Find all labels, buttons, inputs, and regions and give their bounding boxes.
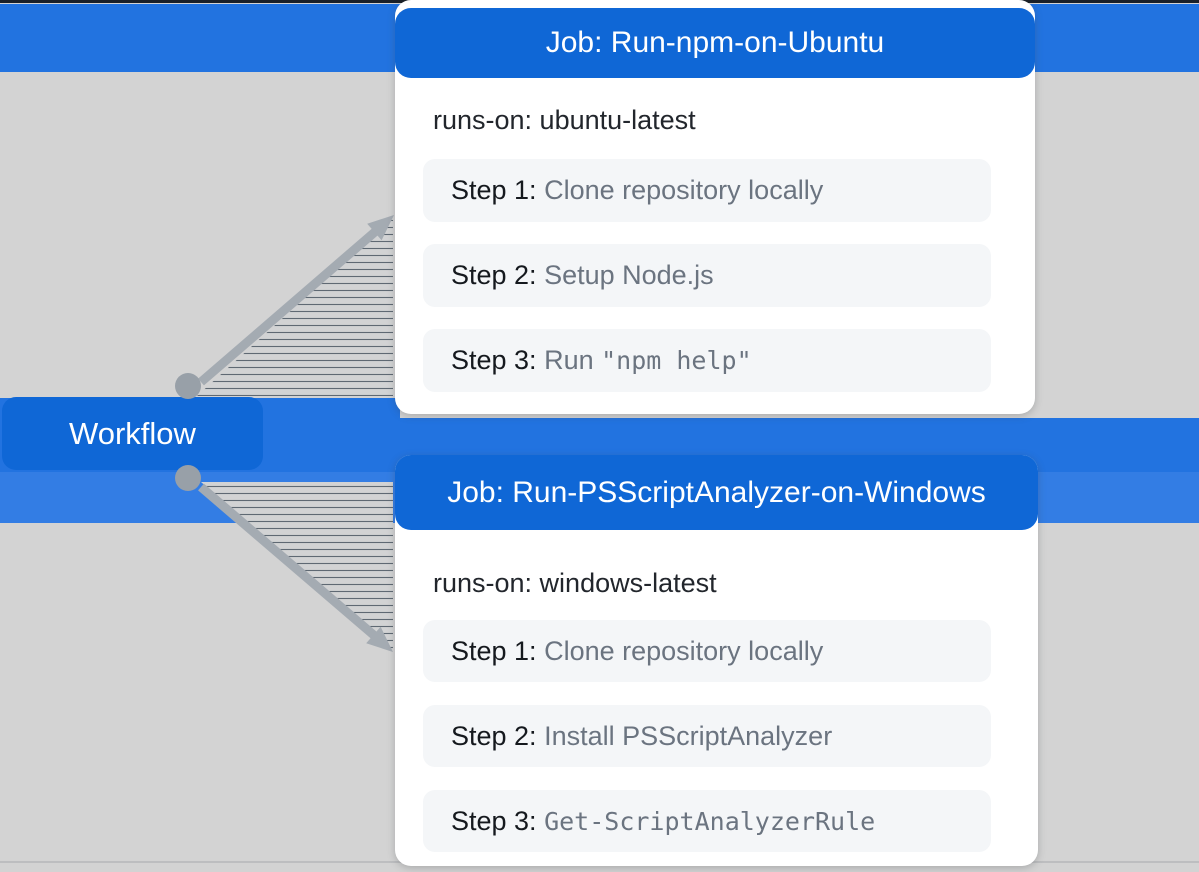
step-label: Step 1: (451, 635, 545, 666)
step-code: "npm help" (601, 346, 752, 375)
job2-step-2: Step 2: Install PSScriptAnalyzer (423, 705, 991, 767)
step-label: Step 1: (451, 175, 545, 205)
upper-arrow-shadow (197, 218, 393, 396)
job1-step-3: Step 3: Run "npm help" (423, 329, 991, 392)
job1-runs-on: runs-on: ubuntu-latest (433, 104, 696, 135)
step-desc: Clone repository locally (544, 175, 824, 205)
step-label: Step 3: (451, 345, 545, 375)
job1-title: Job: Run-npm-on-Ubuntu (545, 26, 885, 59)
step-desc: Run (544, 345, 602, 375)
workflow-node: Workflow (2, 397, 263, 470)
step-label: Step 3: (451, 805, 545, 836)
job2-step-1: Step 1: Clone repository locally (423, 620, 991, 682)
lower-arrowhead-icon (366, 626, 393, 652)
job2-title: Job: Run-PSScriptAnalyzer-on-Windows (447, 475, 986, 509)
step-label: Step 2: (451, 720, 545, 751)
job2-header: Job: Run-PSScriptAnalyzer-on-Windows (395, 455, 1038, 530)
job1-header: Job: Run-npm-on-Ubuntu (395, 8, 1035, 78)
upper-arrow-line (198, 227, 379, 386)
connector-dot-top (175, 373, 201, 399)
job-card-ubuntu: Job: Run-npm-on-Ubuntu runs-on: ubuntu-l… (395, 0, 1035, 414)
step-desc: Clone repository locally (544, 635, 824, 666)
upper-arrowhead-icon (367, 215, 394, 241)
job1-step-1: Step 1: Clone repository locally (423, 159, 991, 222)
job2-step-3: Step 3: Get-ScriptAnalyzerRule (423, 790, 991, 852)
job2-runs-on: runs-on: windows-latest (433, 567, 717, 598)
workflow-label: Workflow (69, 415, 196, 451)
step-desc: Setup Node.js (544, 260, 714, 290)
step-code: Get-ScriptAnalyzerRule (544, 806, 876, 836)
job1-step-2: Step 2: Setup Node.js (423, 244, 991, 307)
step-desc: Install PSScriptAnalyzer (544, 720, 833, 751)
step-label: Step 2: (451, 260, 545, 290)
job-card-windows: Job: Run-PSScriptAnalyzer-on-Windows run… (395, 455, 1038, 866)
